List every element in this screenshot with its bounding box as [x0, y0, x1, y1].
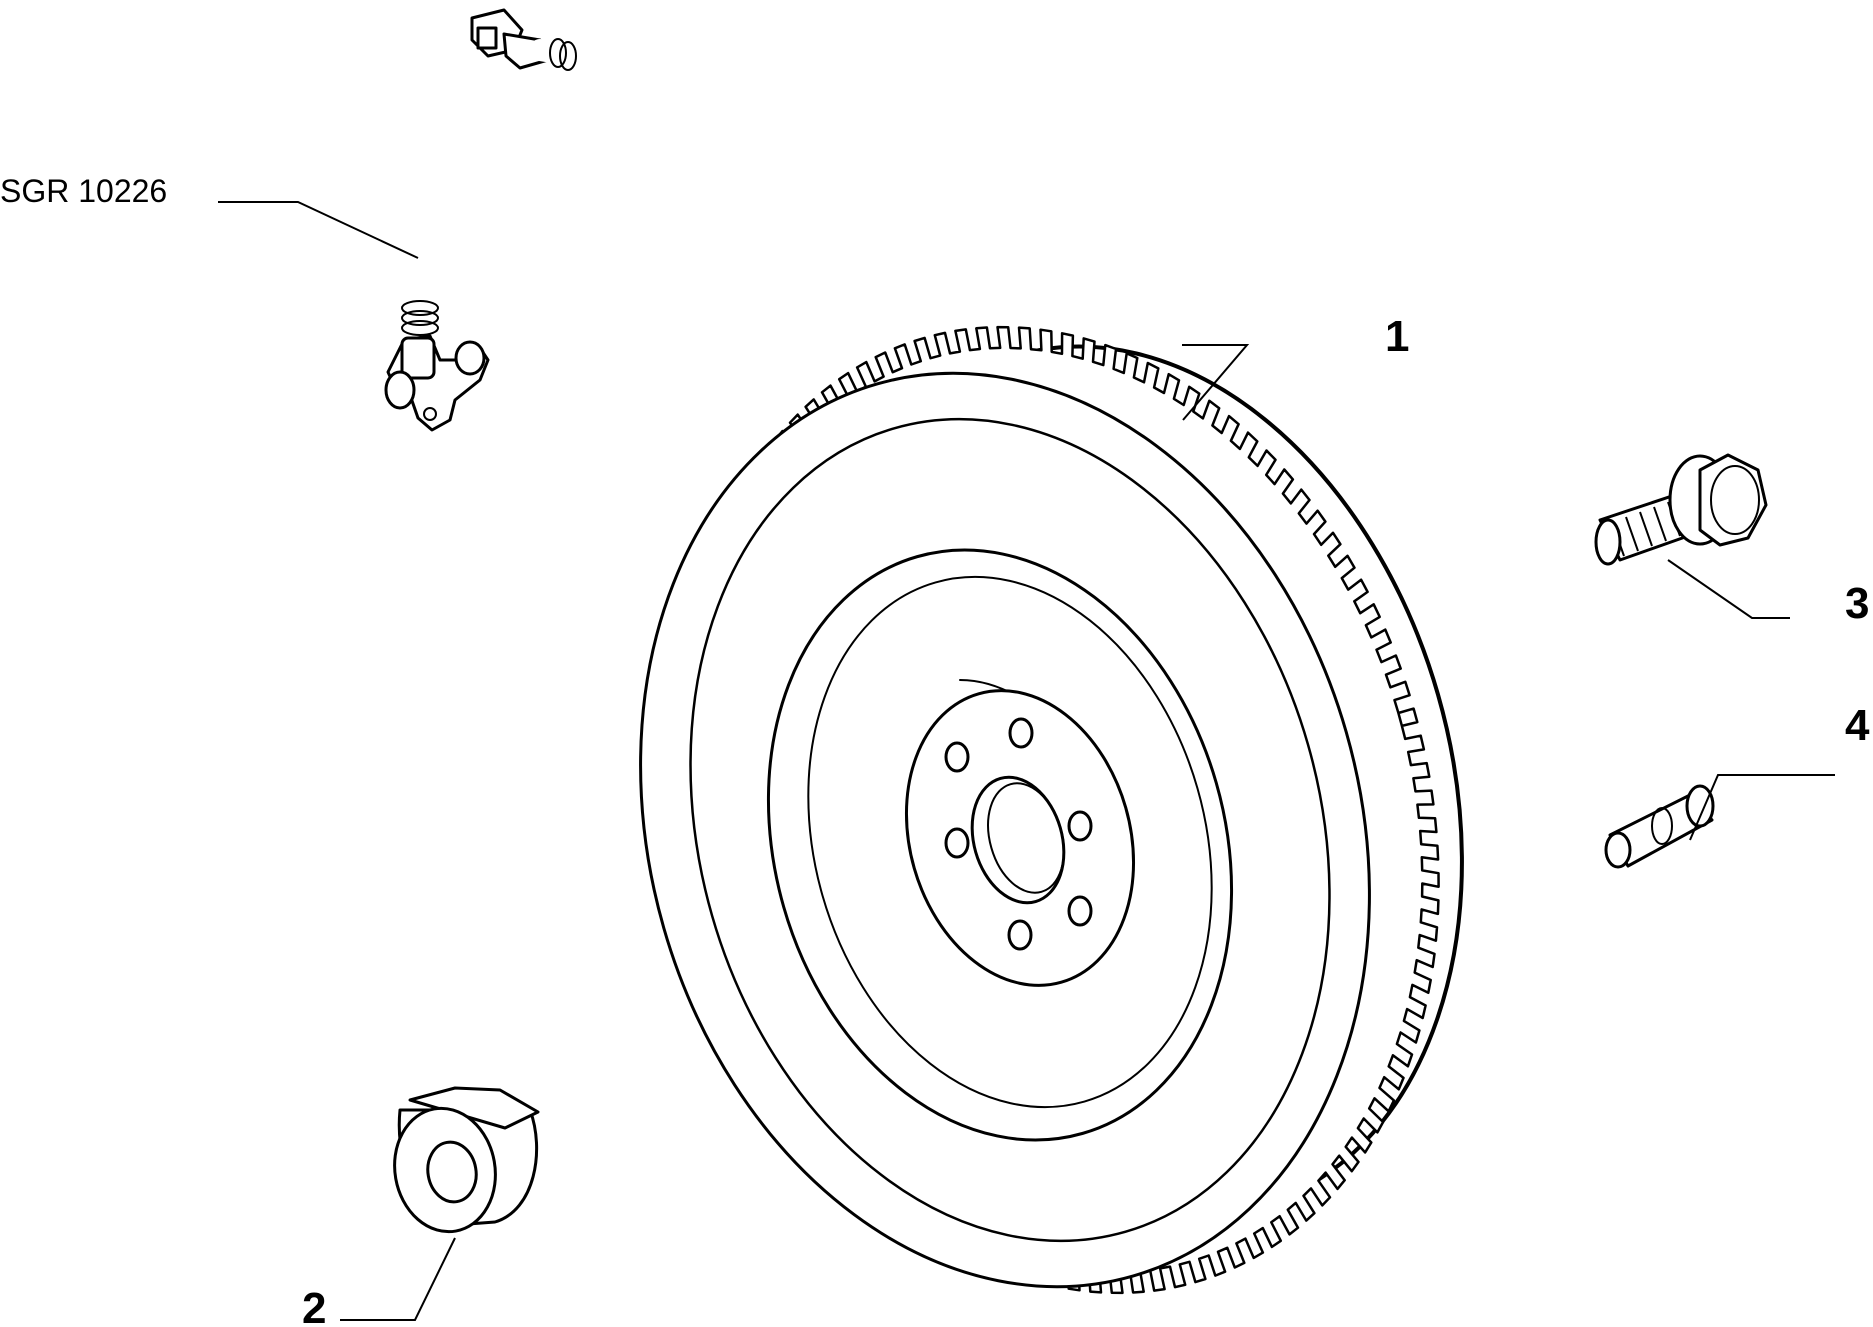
- leader-1: [1182, 344, 1250, 421]
- leader-3: [1667, 559, 1790, 619]
- flange-bolt-icon: [1594, 453, 1768, 566]
- callout-part-1: 1: [1385, 312, 1409, 361]
- callout-part-2: 2: [302, 1284, 326, 1327]
- leader-lines: [218, 201, 1835, 1321]
- leader-4: [1689, 774, 1835, 841]
- leader-sgr: [218, 201, 419, 259]
- flywheel-icon: [639, 325, 1464, 1295]
- bushing-icon: [393, 1086, 540, 1234]
- callout-part-3: 3: [1845, 579, 1869, 628]
- leader-2: [340, 1237, 456, 1321]
- crankshaft-sensor-icon: [384, 8, 618, 432]
- callout-part-4: 4: [1845, 701, 1870, 750]
- dowel-pin-icon: [1604, 784, 1715, 869]
- callout-sgr-10226: SGR 10226: [0, 173, 167, 209]
